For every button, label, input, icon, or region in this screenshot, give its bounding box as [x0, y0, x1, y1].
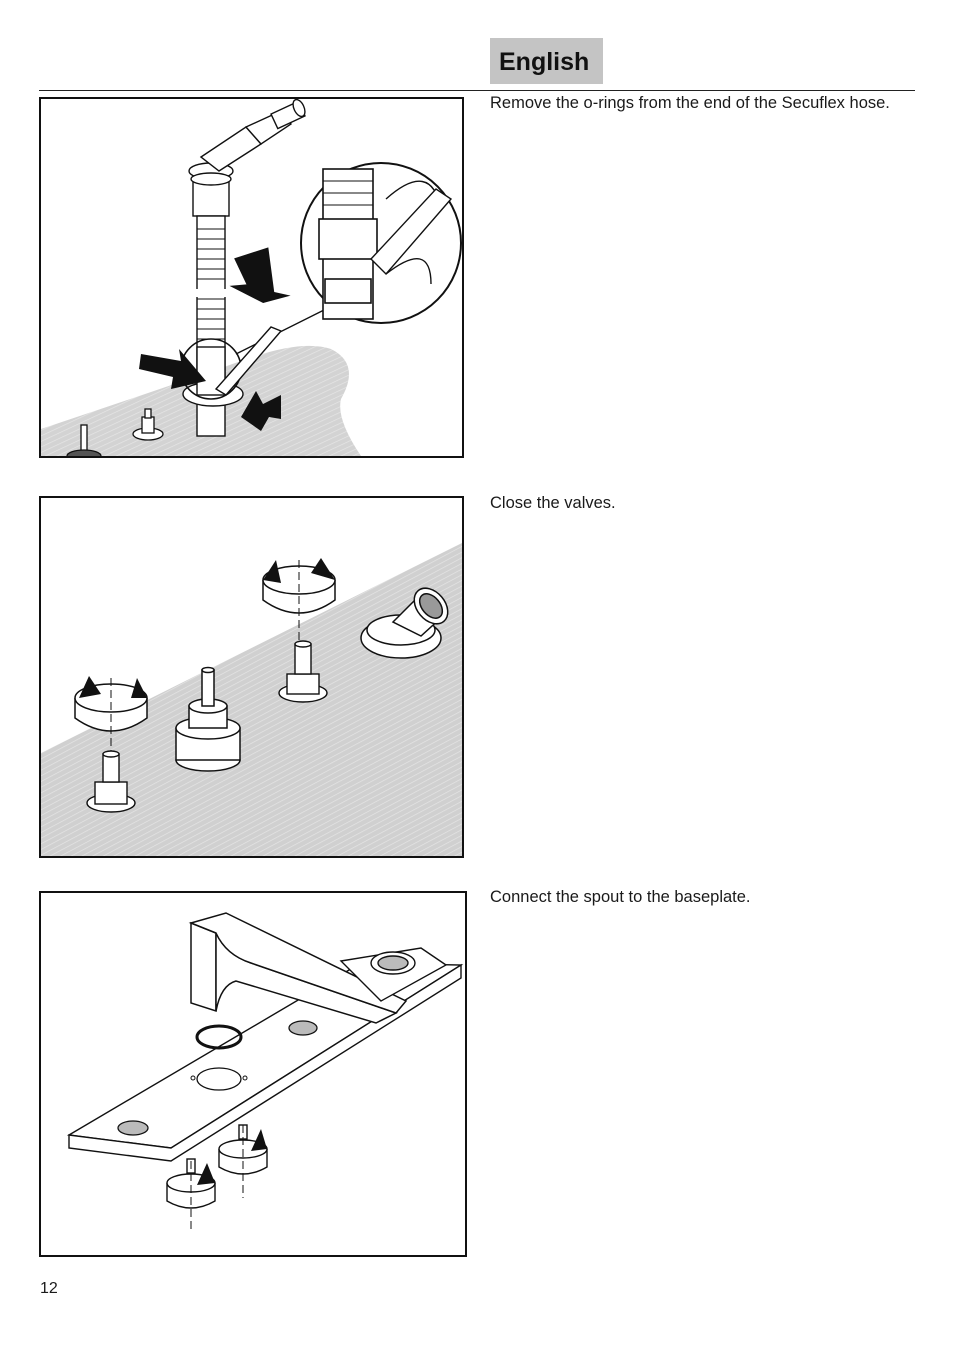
language-badge: English [490, 38, 603, 84]
illustration-close-valves [39, 496, 464, 858]
step-remove-o-rings: Remove the o-rings from the end of the S… [490, 94, 890, 112]
illustration-connect-spout [39, 891, 467, 1257]
illustration-connect-spout-svg [66, 912, 464, 1233]
step-close-valves: Close the valves. [490, 494, 616, 512]
page-number: 12 [40, 1280, 58, 1297]
illustration-remove-o-rings [39, 97, 464, 458]
illustration-remove-o-rings-svg [41, 99, 462, 456]
header-rule [39, 90, 915, 91]
illustration-close-valves-svg [41, 543, 462, 856]
step-connect-spout: Connect the spout to the baseplate. [490, 888, 751, 906]
